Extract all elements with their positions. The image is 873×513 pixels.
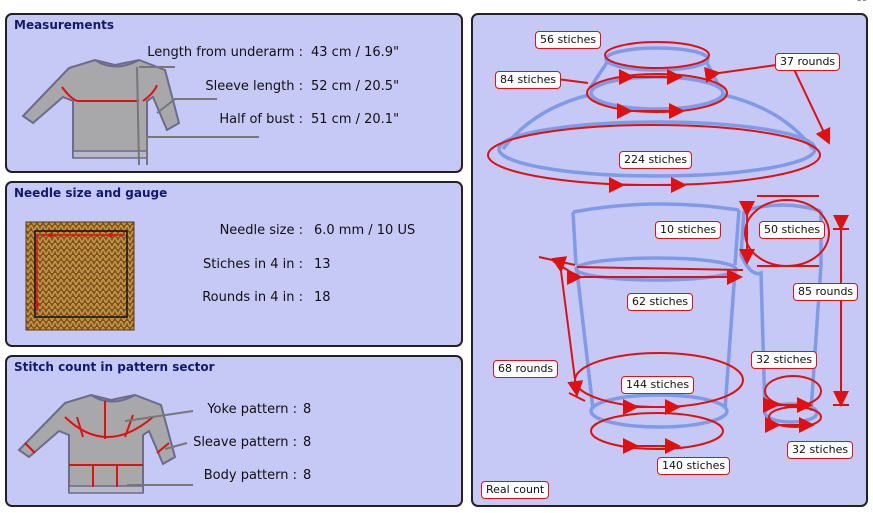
tag-yoke-top-stitches: 84 stiches <box>495 71 562 89</box>
sleeve-value: 52 cm / 20.5" <box>311 79 400 94</box>
length-value: 43 cm / 16.9" <box>311 45 400 60</box>
tag-body-width-stitches: 62 stiches <box>627 293 694 311</box>
rounds-label: Rounds in 4 in : <box>202 290 303 305</box>
tag-hem-stitches: 140 stiches <box>657 457 731 475</box>
yoke-pattern-label: Yoke pattern : <box>207 402 297 417</box>
tag-yoke-rounds: 37 rounds <box>775 53 841 71</box>
tag-sleeve-top-stitches: 50 stiches <box>759 221 826 239</box>
tag-sleeve-rounds: 85 rounds <box>793 283 859 301</box>
tag-yoke-bottom-stitches: 224 stiches <box>619 151 693 169</box>
stitches-value: 13 <box>314 257 331 272</box>
real-count-button[interactable]: Real count <box>481 481 550 499</box>
length-label: Length from underarm : <box>147 45 303 60</box>
gauge-panel: Needle size and gauge Needle size : 6.0 … <box>5 181 463 347</box>
body-pattern-label: Body pattern : <box>203 468 297 483</box>
stitches-label: Stiches in 4 in : <box>202 257 303 272</box>
bust-value: 51 cm / 20.1" <box>311 112 400 127</box>
tag-underarm-stitches: 10 stiches <box>655 221 722 239</box>
knitting-schematic <box>487 41 849 454</box>
needle-label: Needle size : <box>219 223 303 238</box>
measurements-panel: Measurements Length from underarm : 43 c… <box>5 13 463 173</box>
pattern-title: Stitch count in pattern sector <box>14 360 215 374</box>
body-pattern-value: 8 <box>303 468 312 483</box>
sweater-pattern-illustration <box>17 393 194 494</box>
corner-label: 50 <box>857 0 867 3</box>
measurements-title: Measurements <box>14 18 114 32</box>
tag-cuff-top-stitches: 32 stiches <box>751 351 818 369</box>
gauge-swatch <box>25 221 135 331</box>
sleeve-pattern-label: Sleave pattern : <box>193 435 297 450</box>
tag-neck-stitches: 56 stiches <box>535 31 602 49</box>
sleeve-label: Sleeve length : <box>205 79 303 94</box>
tag-body-bottom-stitches: 144 stiches <box>621 376 695 394</box>
needle-value: 6.0 mm / 10 US <box>314 223 416 238</box>
diagram-panel: 56 stiches 84 stiches 37 rounds 224 stic… <box>471 13 868 507</box>
tag-cuff-bottom-stitches: 32 stiches <box>787 441 854 459</box>
rounds-value: 18 <box>314 290 331 305</box>
pattern-panel: Stitch count in pattern sector Yoke patt… <box>5 355 463 507</box>
tag-body-rounds: 68 rounds <box>493 360 559 378</box>
sleeve-pattern-value: 8 <box>303 435 312 450</box>
gauge-title: Needle size and gauge <box>14 186 168 200</box>
sweater-measure-illustration <box>21 58 259 166</box>
yoke-pattern-value: 8 <box>303 402 312 417</box>
bust-label: Half of bust : <box>219 112 303 127</box>
